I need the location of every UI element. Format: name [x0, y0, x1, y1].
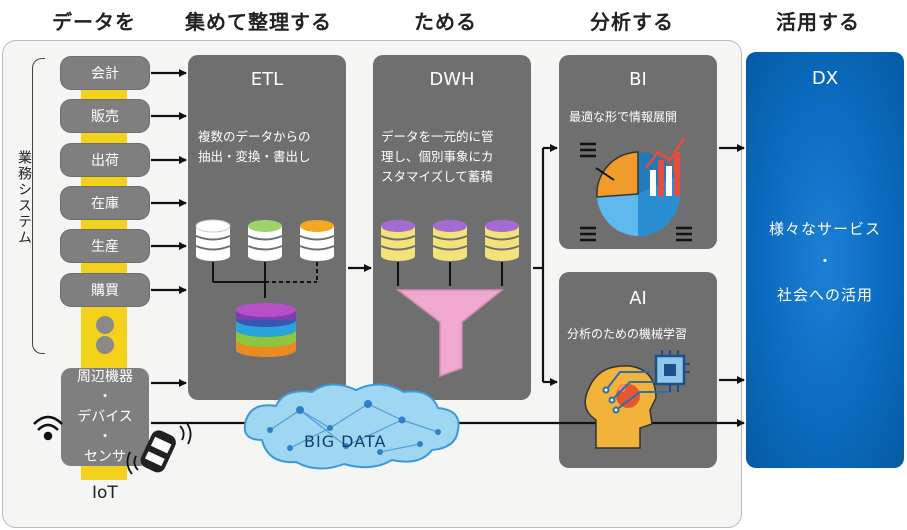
- source-inventory: 在庫: [61, 187, 149, 219]
- dwh-desc-line2: 理し、個別事象にカ: [381, 149, 494, 164]
- big-data-label: BIG DATA: [304, 432, 387, 451]
- dwh-to-analysis-arrows: [533, 144, 558, 386]
- header-data-source: データを: [52, 10, 136, 34]
- continuation-dot: [96, 316, 114, 334]
- source-purchasing: 購買: [61, 274, 149, 306]
- dx-panel: DX 様々なサービス ・ 社会への活用: [746, 52, 904, 468]
- dwh-desc-line1: データを一元的に管: [381, 129, 494, 144]
- ai-head-illustration: [584, 350, 690, 449]
- header-collect: 集めて整理する: [185, 10, 332, 34]
- etl-desc-line1: 複数のデータからの: [198, 129, 311, 144]
- header-store: ためる: [414, 10, 477, 34]
- dwh-title: DWH: [429, 69, 475, 90]
- source-sales: 販売: [61, 100, 149, 132]
- ai-title: AI: [629, 288, 647, 309]
- wifi-icon: [33, 415, 63, 441]
- dx-line-society: 社会への活用: [776, 286, 873, 304]
- iot-devices-box: 周辺機器 ・ デバイス ・ センサ: [61, 368, 149, 466]
- source-arrows: [151, 69, 187, 387]
- iot-line-sensors: センサ: [84, 449, 126, 465]
- etl-title: ETL: [250, 69, 284, 90]
- continuation-dot: [96, 336, 114, 354]
- iot-label: IoT: [92, 483, 118, 503]
- header-utilize: 活用する: [776, 10, 860, 34]
- iot-line-dot: ・: [98, 389, 112, 405]
- dx-line-services: 様々なサービス: [768, 220, 881, 238]
- ai-desc: 分析のための機械学習: [567, 327, 688, 341]
- iot-line-dot: ・: [98, 429, 112, 445]
- header-analyze: 分析する: [590, 10, 674, 34]
- bi-title: BI: [629, 69, 647, 90]
- etl-database-icons: [195, 219, 335, 357]
- bi-desc: 最適な形で情報展開: [569, 110, 678, 124]
- dwh-database-icons: [380, 220, 520, 378]
- bi-chart-illustration: [580, 137, 692, 242]
- connected-car-icon: [140, 430, 176, 473]
- etl-desc-line2: 抽出・変換・書出し: [198, 149, 311, 164]
- iot-line-devices: デバイス: [77, 409, 133, 425]
- iot-line-peripherals: 周辺機器: [77, 369, 133, 385]
- business-system-label: 業務システム: [16, 150, 32, 246]
- business-system-brace: [32, 58, 45, 354]
- big-data-cloud: [243, 383, 460, 470]
- source-shipping: 出荷: [61, 144, 149, 176]
- funnel-icon: [395, 289, 505, 378]
- signal-waves-icon: [126, 421, 192, 475]
- dx-line-dot: ・: [817, 252, 833, 270]
- dwh-desc-line3: スタマイズして蓄積: [381, 169, 493, 184]
- source-accounting: 会計: [61, 57, 149, 89]
- source-production: 生産: [61, 230, 149, 262]
- dx-title: DX: [811, 68, 839, 89]
